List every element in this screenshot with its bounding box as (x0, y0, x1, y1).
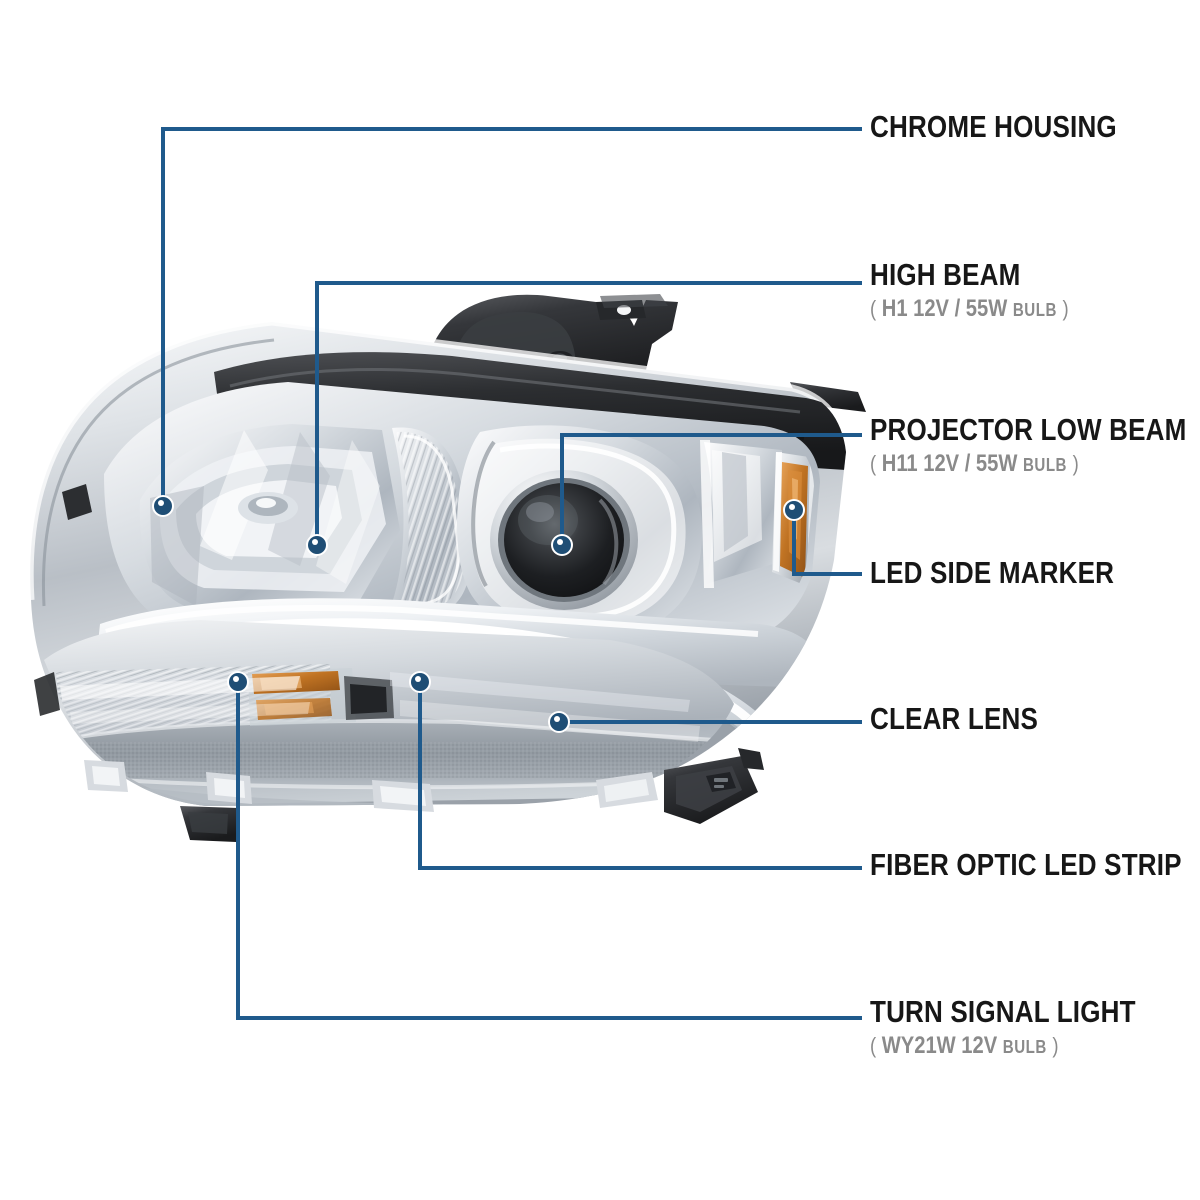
callout-title: CHROME HOUSING (870, 109, 1117, 144)
callout-title: PROJECTOR LOW BEAM (870, 412, 1187, 447)
callout-subtitle: ( H1 12V / 55W BULB ) (870, 295, 1069, 324)
marker-highlight (158, 500, 164, 506)
bulb-word: BULB (1022, 455, 1067, 475)
bulb-word: BULB (1012, 300, 1057, 320)
paren-open: ( (870, 296, 877, 321)
callout-fiber-optic-led-strip: FIBER OPTIC LED STRIP (870, 848, 1200, 882)
bulb-spec: WY21W 12V (881, 1032, 998, 1059)
marker-led-side-marker[interactable] (783, 499, 805, 521)
marker-clear-lens[interactable] (548, 711, 570, 733)
marker-core (411, 673, 429, 691)
left-lower-clip (34, 672, 60, 716)
callout-subtitle: ( WY21W 12V BULB ) (870, 1032, 1136, 1061)
marker-core (229, 673, 247, 691)
callout-projector-low-beam: PROJECTOR LOW BEAM ( H11 12V / 55W BULB … (870, 413, 1200, 479)
marker-highlight (557, 539, 563, 545)
marker-projector-low-beam[interactable] (551, 534, 573, 556)
marker-core (154, 497, 172, 515)
marker-highlight (415, 676, 421, 682)
marker-core (553, 536, 571, 554)
callout-title: CLEAR LENS (870, 701, 1039, 736)
marker-highlight (233, 676, 239, 682)
marker-core (550, 713, 568, 731)
paren-open: ( (870, 451, 877, 476)
marker-high-beam[interactable] (306, 534, 328, 556)
callout-clear-lens: CLEAR LENS (870, 702, 1070, 736)
paren-close: ) (1072, 451, 1079, 476)
callout-title: LED SIDE MARKER (870, 555, 1115, 590)
bulb-spec: H11 12V / 55W (881, 450, 1018, 477)
bulb-word: BULB (1002, 1037, 1047, 1057)
callout-subtitle: ( H11 12V / 55W BULB ) (870, 450, 1186, 479)
callout-title: FIBER OPTIC LED STRIP (870, 847, 1182, 882)
marker-turn-signal-light[interactable] (227, 671, 249, 693)
bulb-spec: H1 12V / 55W (881, 295, 1008, 322)
paren-open: ( (870, 1033, 877, 1058)
callout-turn-signal-light: TURN SIGNAL LIGHT ( WY21W 12V BULB ) (870, 995, 1186, 1061)
paren-close: ) (1052, 1033, 1059, 1058)
left-side-clip (62, 484, 92, 520)
lower-left-foot (180, 806, 238, 842)
callout-led-side-marker: LED SIDE MARKER (870, 556, 1161, 590)
paren-close: ) (1062, 296, 1069, 321)
marker-chrome-housing[interactable] (152, 495, 174, 517)
callout-title: TURN SIGNAL LIGHT (870, 994, 1136, 1029)
callout-high-beam: HIGH BEAM ( H1 12V / 55W BULB ) (870, 258, 1106, 324)
marker-core (785, 501, 803, 519)
callout-title: HIGH BEAM (870, 257, 1021, 292)
callout-chrome-housing: CHROME HOUSING (870, 110, 1164, 144)
marker-core (308, 536, 326, 554)
marker-highlight (312, 539, 318, 545)
marker-highlight (789, 504, 795, 510)
marker-highlight (554, 716, 560, 722)
marker-fiber-optic-led-strip[interactable] (409, 671, 431, 693)
